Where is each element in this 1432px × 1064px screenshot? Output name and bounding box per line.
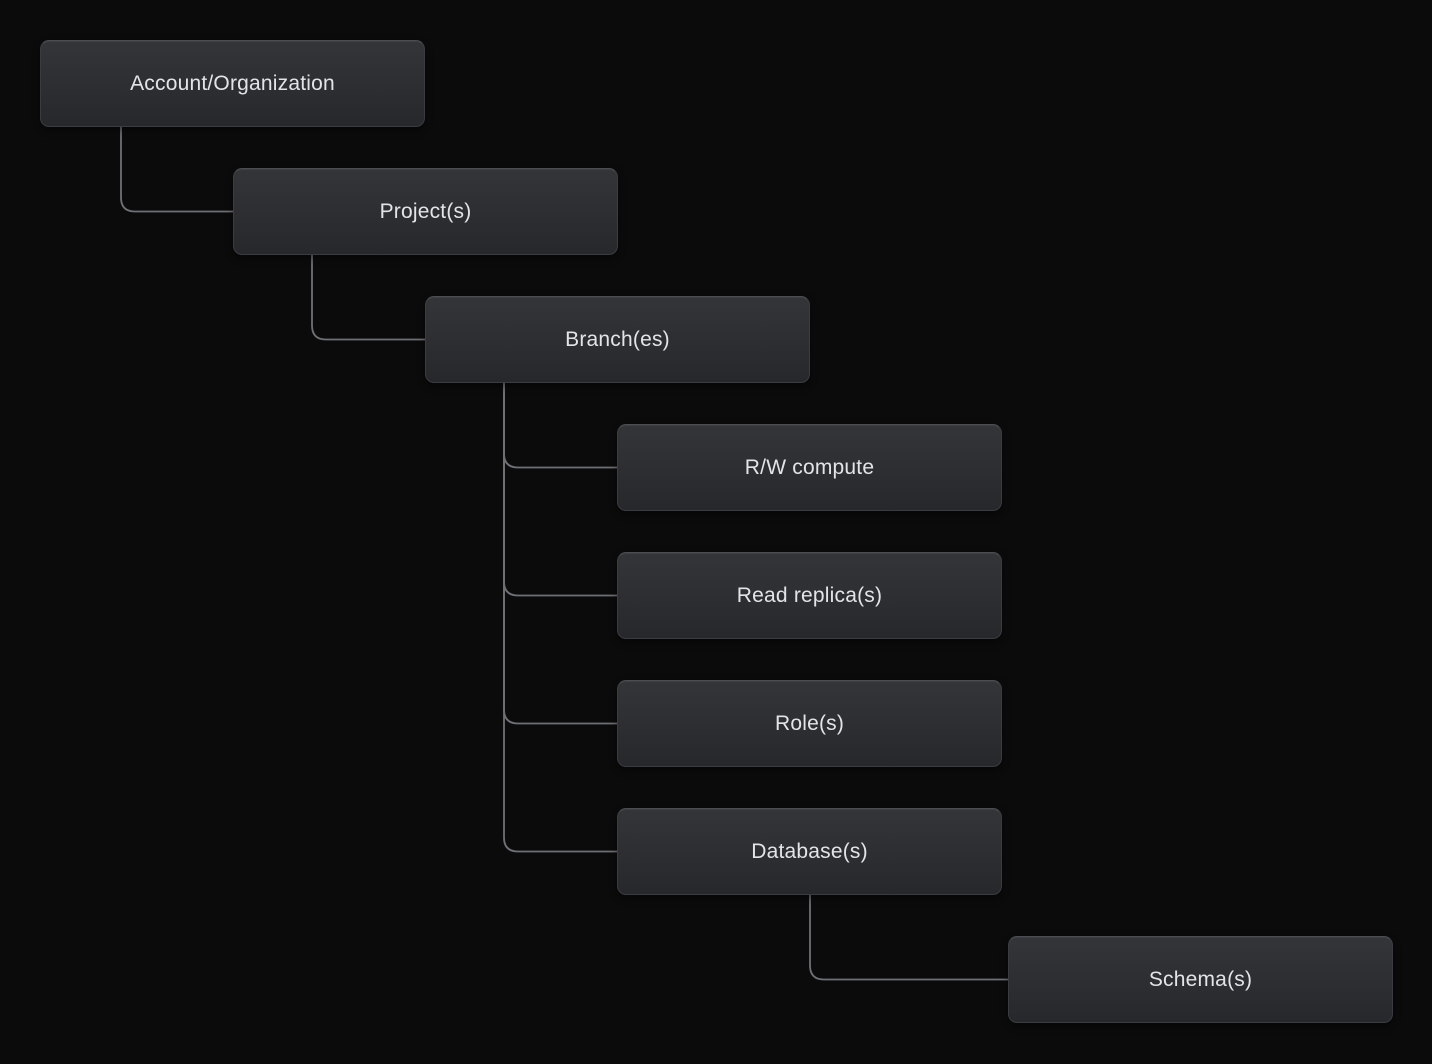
connector-projects-to-branches [311,255,425,341]
connector-branches-to-roles [503,383,617,725]
node-roles-label: Role(s) [774,711,845,735]
node-rw-compute: R/W compute [617,424,1002,511]
node-rw-compute-label: R/W compute [744,455,875,479]
node-account-organization-label: Account/Organization [130,71,335,95]
node-databases-label: Database(s) [751,839,868,863]
node-read-replicas-label: Read replica(s) [736,583,883,607]
connector-databases-to-schemas [809,895,1008,981]
node-projects: Project(s) [233,168,618,255]
node-account-organization: Account/Organization [40,40,425,127]
node-projects-label: Project(s) [379,199,472,223]
connector-branches-to-rw-compute [503,383,617,469]
connector-account-to-projects [120,127,233,213]
node-roles: Role(s) [617,680,1002,767]
node-databases: Database(s) [617,808,1002,895]
node-branches-label: Branch(es) [565,327,670,351]
node-read-replicas: Read replica(s) [617,552,1002,639]
node-schemas: Schema(s) [1008,936,1393,1023]
node-branches: Branch(es) [425,296,810,383]
node-schemas-label: Schema(s) [1148,967,1253,991]
connector-branches-to-read-replicas [503,383,617,597]
connector-branches-to-databases [503,383,617,853]
